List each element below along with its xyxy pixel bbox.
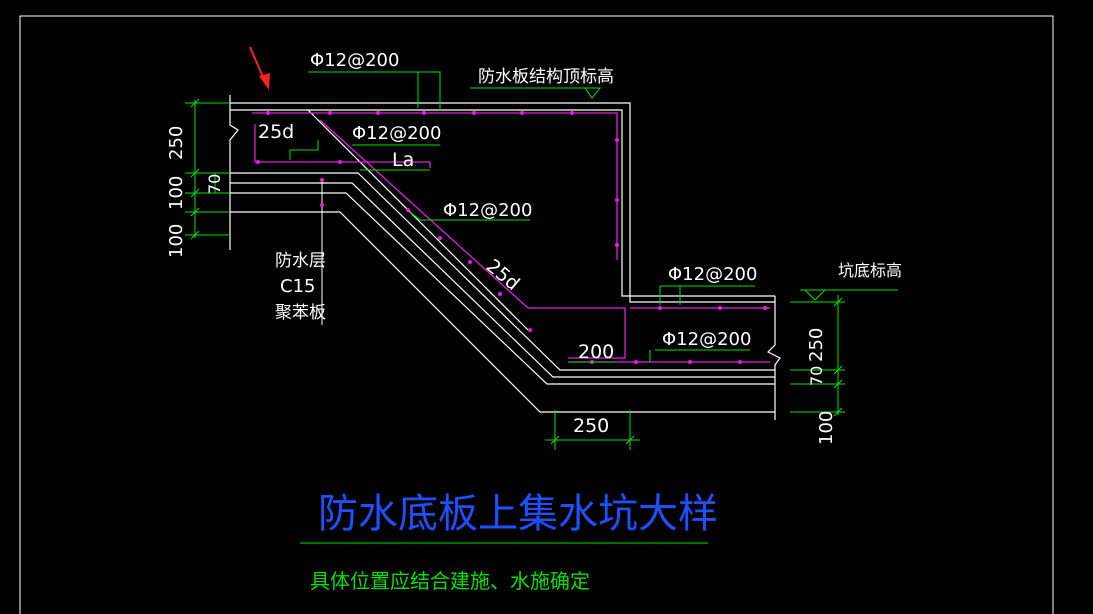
rebar-pit-top-label: Φ12@200 [668,264,757,285]
dim-left-70-label: 70 [205,174,224,194]
layer-eps-label: 聚苯板 [275,303,326,323]
dim-right-70-label: 70 [807,366,826,386]
slab-outline [229,95,781,420]
pit-elevation-symbol [803,289,827,301]
la-label: La [392,149,414,171]
rebar-dots [256,111,767,364]
red-arrow-icon [249,46,270,90]
top-elevation-label: 防水板结构顶标高 [478,67,614,87]
dim-250-bottom-label: 250 [573,415,609,437]
top-elevation-symbol [584,87,602,99]
drawing-note: 具体位置应结合建施、水施确定 [310,569,590,593]
dim-left-100b-label: 100 [166,224,187,258]
dim-left-100a-label: 100 [166,176,187,210]
rebar-lines [252,112,770,363]
rebar-pit-bottom-label: Φ12@200 [662,329,751,350]
rebar-top-label: Φ12@200 [310,50,399,71]
rebar-mid-label: Φ12@200 [352,123,441,144]
dim-left-250-label: 250 [166,126,187,160]
layer-waterproof-label: 防水层 [275,251,326,271]
rebar-slope-label: Φ12@200 [443,200,532,221]
dim-right-250-label: 250 [806,328,827,362]
layer-c15-label: C15 [280,276,315,297]
drawing-frame [19,15,1054,614]
anchor-top-label: 25d [258,121,294,143]
dimension-ticks [190,98,843,445]
dim-right-100-label: 100 [816,411,837,445]
pit-elevation-label: 坑底标高 [838,261,902,280]
drawing-title: 防水底板上集水坑大样 [318,491,718,537]
dim-200-label: 200 [578,341,614,363]
anchor-slope-label: 25d [482,255,524,295]
